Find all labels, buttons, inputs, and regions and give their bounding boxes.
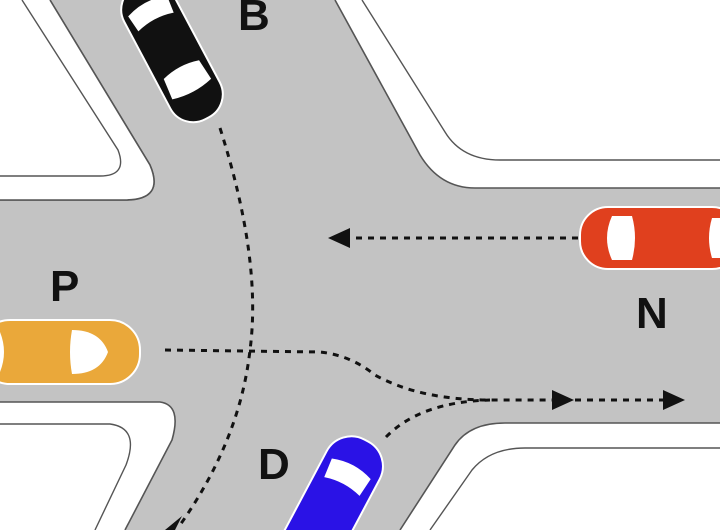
car-b (120, 0, 224, 124)
arrow-b-head (165, 516, 182, 530)
label-p: P (50, 262, 80, 311)
path-b (178, 127, 255, 526)
curb-top-right (334, 0, 720, 189)
path-d (384, 398, 491, 439)
car-p (0, 319, 141, 385)
car-d (278, 435, 384, 530)
curb-top-left (0, 0, 155, 201)
arrow-east-head (663, 390, 685, 410)
arrow-merge-head (552, 390, 574, 410)
label-n: N (636, 289, 668, 338)
label-b: B (238, 0, 270, 40)
arrow-n-head (328, 228, 350, 248)
label-d: D (258, 440, 290, 489)
path-p (164, 348, 552, 402)
curb-bottom-left (0, 401, 176, 530)
vehicle-paths (164, 127, 665, 526)
car-n (579, 206, 720, 270)
curb-bottom-right (399, 422, 720, 530)
